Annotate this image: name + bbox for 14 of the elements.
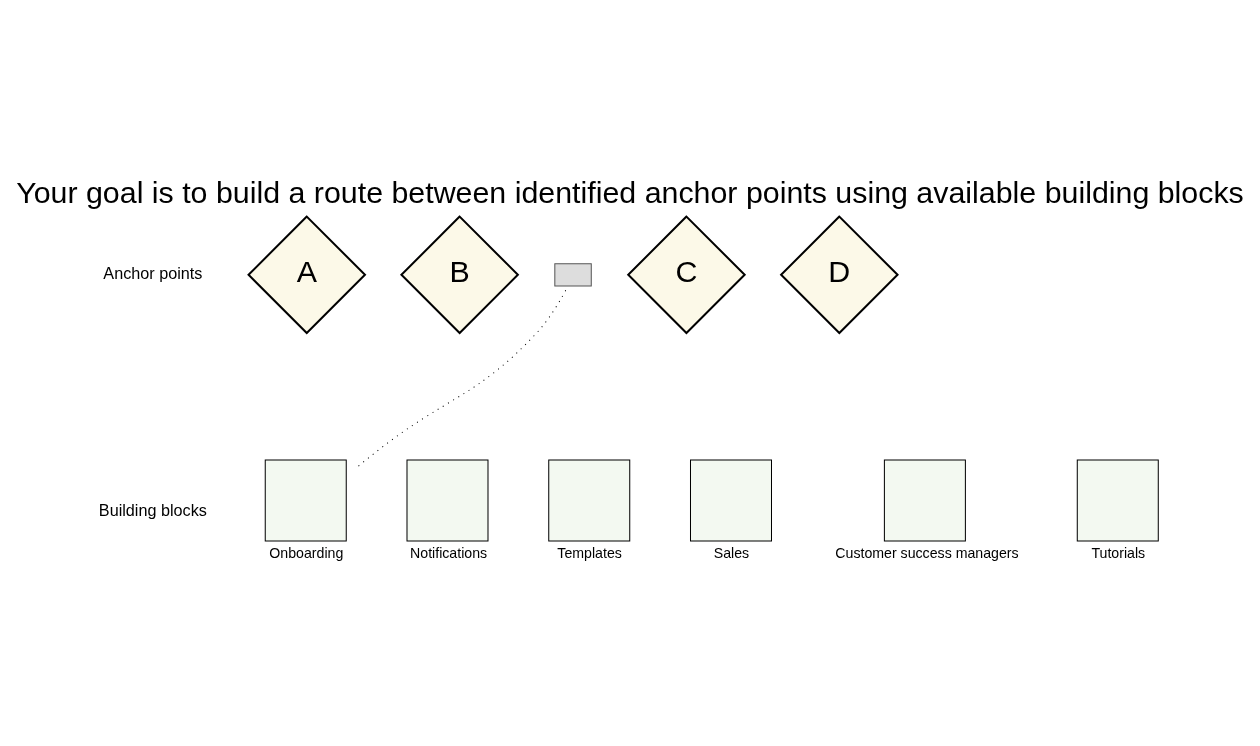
label: Anchor points <box>103 263 203 282</box>
node-diamond: A <box>247 214 367 334</box>
node-diamond: D <box>779 214 899 334</box>
label: Building blocks <box>98 500 207 519</box>
node-label: Tutorials <box>1091 544 1146 561</box>
node-diamond: B <box>400 214 520 334</box>
node-label: Sales <box>713 544 750 561</box>
node-diamond: C <box>626 214 747 334</box>
node-label: Templates <box>557 544 622 561</box>
node-label: Notifications <box>410 544 488 561</box>
node-box <box>554 262 592 286</box>
node-label: Onboarding <box>269 544 344 561</box>
node-label: Customer success managers <box>835 544 1019 561</box>
diagram-title: Your goal is to build a route between identified anchor points using available building blocks <box>16 175 1244 209</box>
